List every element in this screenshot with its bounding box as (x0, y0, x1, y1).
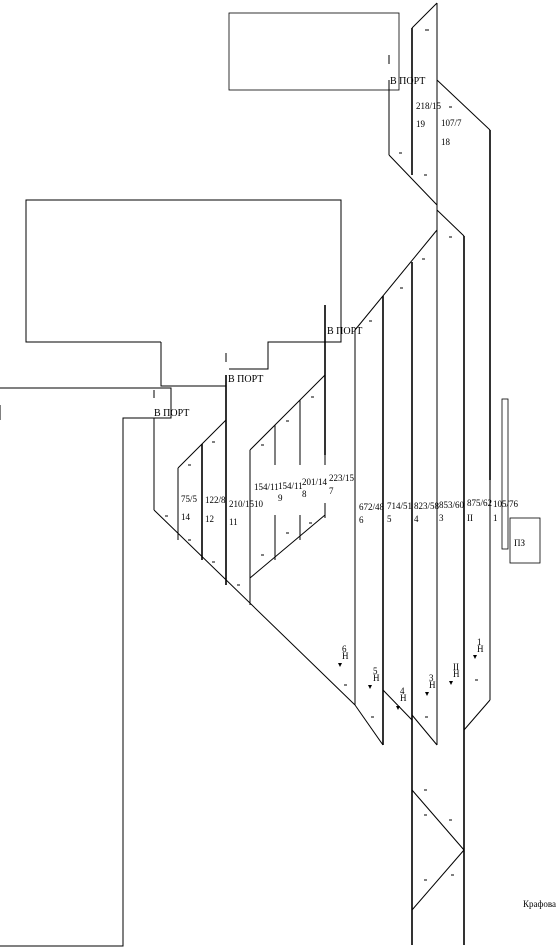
signal-label: 1 (477, 637, 482, 647)
switch-label: 853/60 (439, 500, 465, 510)
track-label: 3 (439, 513, 444, 523)
switch-labels: 218/15 107/7 75/5 122/8 210/15 154/11 15… (181, 101, 519, 512)
signal-label: 3 (429, 673, 434, 683)
left-fan (153, 390, 356, 706)
port-label: В ПОРТ (327, 326, 362, 337)
switch-label: 223/15 (329, 473, 355, 483)
signal-label: Н (477, 644, 484, 654)
tick-marks (165, 29, 478, 881)
signal-3-icon (425, 692, 429, 696)
track-label: 8 (302, 489, 307, 499)
port-building-left (0, 387, 172, 947)
track-label: 19 (416, 119, 426, 129)
port-label: В ПОРТ (390, 76, 425, 87)
main-yard (354, 230, 541, 945)
middle-fan (225, 229, 438, 605)
switch-label: 201/14 (302, 477, 328, 487)
port-label: В ПОРТ (228, 374, 263, 385)
track-label: 6 (359, 515, 364, 525)
switch-label: 823/58 (414, 501, 440, 511)
signal-label: II (453, 662, 459, 672)
switch-label: 714/51 (387, 501, 412, 511)
signal-label: 6 (342, 644, 347, 654)
signal-label: Н (400, 693, 407, 703)
track-label: 9 (278, 493, 283, 503)
platform (501, 398, 509, 550)
switch-label: 75/5 (181, 494, 198, 504)
signal-4-icon (396, 706, 400, 710)
track-label: 18 (441, 137, 451, 147)
signal-label: 4 (400, 686, 405, 696)
port-building-middle-notch (160, 342, 226, 387)
track-label: 1 (493, 513, 498, 523)
switch-label: 154/11 (254, 482, 279, 492)
switch-label: 875/62 (467, 498, 492, 508)
port-building-top (228, 12, 400, 91)
port-labels: В ПОРТ В ПОРТ В ПОРТ В ПОРТ (154, 76, 425, 419)
switch-label: 105/76 (493, 499, 519, 509)
upper-yard (388, 2, 491, 480)
track-label: 4 (414, 514, 419, 524)
switch-label: 218/15 (416, 101, 442, 111)
signal-6-icon (338, 663, 342, 667)
switch-label: 122/8 (205, 495, 226, 505)
track-label: 12 (205, 514, 214, 524)
pz-label: ПЗ (514, 538, 525, 548)
signal-label: 5 (373, 666, 378, 676)
track-label: 14 (181, 512, 191, 522)
signal-5-icon (368, 685, 372, 689)
corner-label: Крафова (523, 899, 556, 909)
switch-label: 672/48 (359, 502, 385, 512)
port-building-middle (25, 199, 342, 370)
track-label: 7 (329, 486, 334, 496)
port-buildings (0, 12, 400, 947)
switch-label: 107/7 (441, 118, 462, 128)
signal-label: Н (342, 651, 349, 661)
signal-label: Н (429, 680, 436, 690)
track-label: 5 (387, 514, 392, 524)
signal-labels: 6 Н 5 Н 4 Н 3 Н II Н 1 Н (342, 637, 484, 703)
track-label: 11 (229, 517, 238, 527)
switch-label: 154/11 (278, 481, 303, 491)
track-labels: 19 18 14 12 11 10 9 8 7 6 5 4 3 II 1 (181, 119, 498, 527)
signal-label: Н (373, 673, 380, 683)
switch-label: 210/15 (229, 499, 255, 509)
signals (338, 655, 477, 710)
pz-building (509, 517, 541, 564)
track-label: 10 (254, 499, 264, 509)
signal-label: Н (453, 669, 460, 679)
signal-1-icon (473, 655, 477, 659)
track-label: II (467, 513, 473, 523)
signal-ii-icon (449, 681, 453, 685)
port-label: В ПОРТ (154, 408, 189, 419)
